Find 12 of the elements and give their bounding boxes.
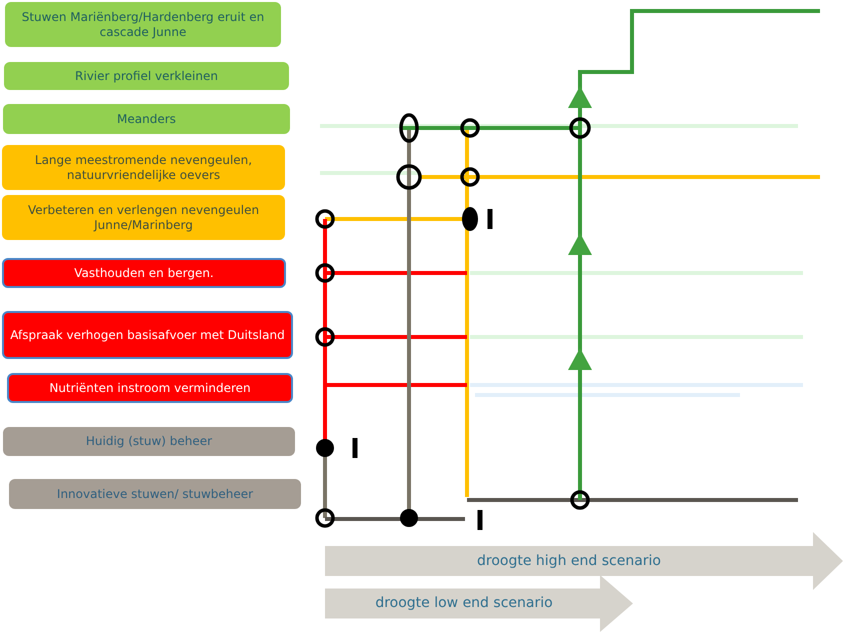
measure-box: Afspraak verhogen basisafvoer met Duitsland [2,311,293,359]
measure-box: Rivier profiel verkleinen [4,62,289,90]
measure-box: Vasthouden en bergen. [2,258,286,288]
scenario-label: droogte low end scenario [375,594,553,613]
measure-box: Innovatieve stuwen/ stuwbeheer [9,479,301,509]
measure-box: Meanders [3,104,290,134]
measure-box: Verbeteren en verlengen nevengeulen Junne/Marinberg [2,195,285,240]
measure-box: Nutriënten instroom verminderen [7,373,293,403]
measure-box: Lange meestromende nevengeulen, natuurvriendelijke oevers [2,145,285,190]
measure-box: Huidig (stuw) beheer [3,427,295,456]
measure-box: Stuwen Mariënberg/Hardenberg eruit en cascade Junne [5,2,281,47]
scenario-label: droogte high end scenario [477,552,661,570]
